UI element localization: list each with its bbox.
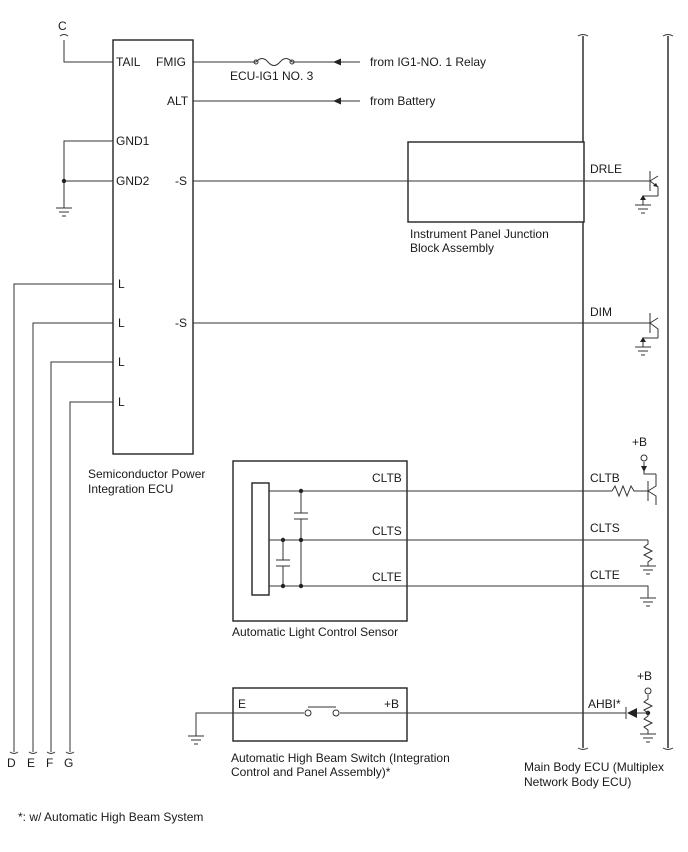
sensor-pin-clte-label: CLTE (372, 570, 402, 584)
pin-s1-label: -S (175, 174, 187, 188)
pin-alt-label: ALT (167, 94, 189, 108)
pin-fmig-label: FMIG (156, 55, 186, 69)
pin-plus-b-2-label: +B (637, 669, 652, 683)
pin-gnd2-label: GND2 (116, 174, 150, 188)
main-body-ecu-block (577, 34, 674, 750)
main-body-ecu-name-line1: Main Body ECU (Multiplex (524, 760, 664, 774)
wire-dim (193, 313, 659, 356)
pin-clts-ecu-label: CLTS (590, 521, 620, 535)
fuse-label: ECU-IG1 NO. 3 (230, 69, 314, 83)
source-ig1-relay: from IG1-NO. 1 Relay (370, 55, 486, 69)
footnote: *: w/ Automatic High Beam System (18, 810, 203, 824)
pin-s2-label: -S (175, 316, 187, 330)
pin-dim-label: DIM (590, 305, 612, 319)
pin-l4-label: L (118, 395, 125, 409)
connector-e-label: E (27, 756, 35, 770)
high-beam-switch-box (232, 687, 408, 742)
pin-drle-label: DRLE (590, 162, 622, 176)
pin-cltb-ecu-label: CLTB (590, 471, 620, 485)
light-sensor-element (251, 482, 270, 596)
spi-ecu-box (112, 39, 194, 455)
instrument-panel-jb-box (407, 141, 585, 223)
pin-l1-label: L (118, 277, 125, 291)
connector-d-label: D (7, 756, 16, 770)
pin-l3-label: L (118, 355, 125, 369)
high-beam-switch-name-line2: Control and Panel Assembly)* (231, 765, 391, 779)
spi-ecu-name-line1: Semiconductor Power (88, 467, 205, 481)
wires-high-beam (188, 687, 656, 745)
wires-top (56, 34, 659, 217)
pin-l2-label: L (118, 316, 125, 330)
spi-ecu-name-line2: Integration ECU (88, 482, 173, 496)
connector-c-label: C (58, 19, 67, 33)
sensor-pin-clts-label: CLTS (372, 524, 402, 538)
ipjb-name-line1: Instrument Panel Junction (410, 227, 549, 241)
pin-clte-ecu-label: CLTE (590, 568, 620, 582)
source-battery: from Battery (370, 94, 435, 108)
main-body-ecu-name-line2: Network Body ECU) (524, 775, 631, 789)
connector-g-label: G (64, 756, 73, 770)
pin-tail-label: TAIL (116, 55, 141, 69)
pin-gnd1-label: GND1 (116, 134, 150, 148)
ipjb-name-line2: Block Assembly (410, 241, 494, 255)
wires-light-sensor (269, 454, 657, 607)
switch-pin-plus-b-label: +B (384, 697, 399, 711)
light-sensor-name: Automatic Light Control Sensor (232, 625, 398, 639)
wires-l-lines (9, 283, 113, 754)
high-beam-switch-name-line1: Automatic High Beam Switch (Integration (231, 751, 450, 765)
pin-plus-b-1-label: +B (632, 435, 647, 449)
connector-f-label: F (46, 756, 53, 770)
sensor-pin-cltb-label: CLTB (372, 471, 402, 485)
pin-ahbi-label: AHBI* (588, 697, 621, 711)
switch-pin-e-label: E (238, 697, 246, 711)
